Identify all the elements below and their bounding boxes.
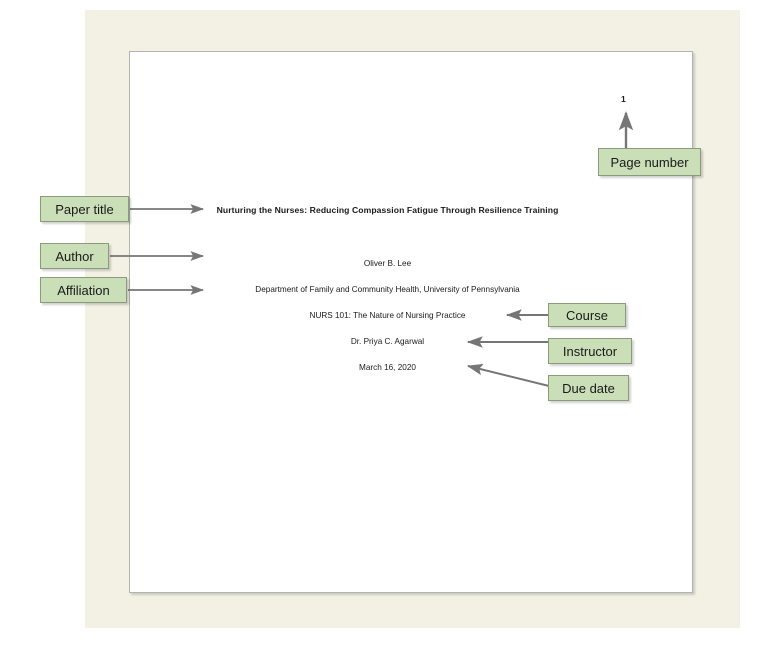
- callout-course[interactable]: Course: [548, 303, 626, 327]
- callout-affiliation[interactable]: Affiliation: [40, 277, 127, 303]
- document-course: NURS 101: The Nature of Nursing Practice: [309, 311, 466, 320]
- document-instructor: Dr. Priya C. Agarwal: [350, 337, 425, 346]
- callout-instructor[interactable]: Instructor: [548, 338, 632, 364]
- callout-paper-title[interactable]: Paper title: [40, 196, 129, 222]
- document-author: Oliver B. Lee: [363, 259, 412, 268]
- document-due-date: March 16, 2020: [359, 363, 416, 372]
- document-affiliation: Department of Family and Community Healt…: [255, 285, 520, 294]
- callout-page-number[interactable]: Page number: [598, 148, 701, 176]
- document-paper-title: Nurturing the Nurses: Reducing Compassio…: [216, 205, 559, 215]
- document-page-number: 1: [621, 94, 626, 104]
- callout-due-date[interactable]: Due date: [548, 375, 629, 401]
- callout-author[interactable]: Author: [40, 243, 109, 269]
